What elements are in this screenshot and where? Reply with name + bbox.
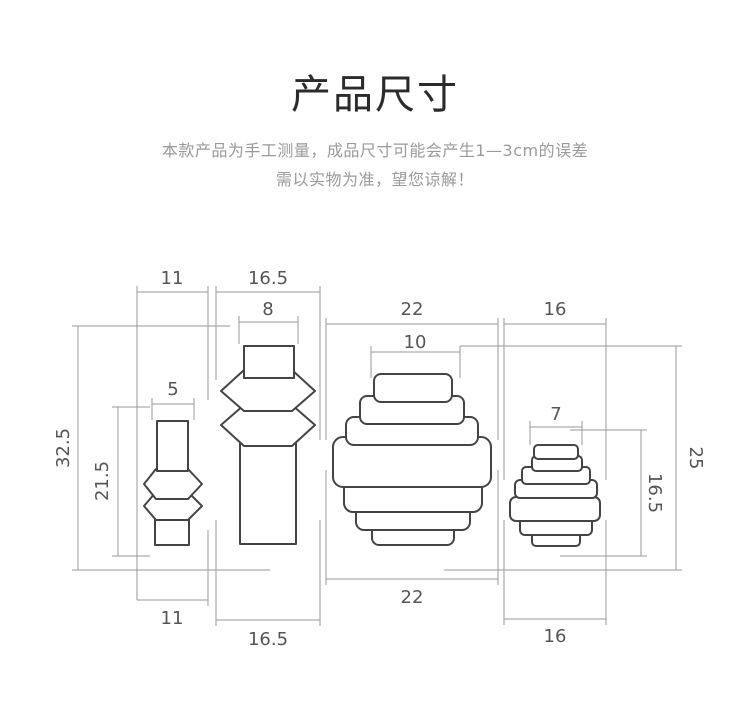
vase-2-mouth-width-label: 8	[262, 299, 273, 320]
vase-3-bottom-width-label: 22	[401, 587, 424, 608]
vase-1-top-width-label: 11	[161, 268, 184, 289]
vase-2-outline	[220, 345, 316, 545]
vase-2-top-width-label: 16.5	[248, 268, 288, 289]
vase-4-mouth-width-label: 7	[550, 404, 561, 425]
measurement-note: 本款产品为手工测量，成品尺寸可能会产生1—3cm的误差	[161, 141, 589, 160]
vase-1-height-label: 21.5	[92, 461, 113, 501]
vase-4-outline	[509, 444, 601, 547]
vase-1-outline	[143, 420, 203, 546]
measurement-note-2: 需以实物为准，望您谅解！	[275, 170, 474, 189]
dimension-lines	[72, 286, 682, 626]
vase-3-outline	[332, 373, 492, 546]
vase-1-mouth-width-label: 5	[167, 379, 178, 400]
vase-4-height-label: 16.5	[644, 473, 665, 513]
page-title: 产品尺寸	[291, 72, 459, 118]
vase-2-bottom-width-label: 16.5	[248, 629, 288, 650]
vase-4-bottom-width-label: 16	[544, 626, 567, 647]
vase-3-mouth-width-label: 10	[404, 332, 427, 353]
vase-1-bottom-width-label: 11	[161, 608, 184, 629]
overall-height-label: 25	[685, 447, 706, 470]
vase-2-height-label: 32.5	[53, 428, 74, 468]
vase-3-top-width-label: 22	[401, 299, 424, 320]
vase-4-top-width-label: 16	[544, 299, 567, 320]
